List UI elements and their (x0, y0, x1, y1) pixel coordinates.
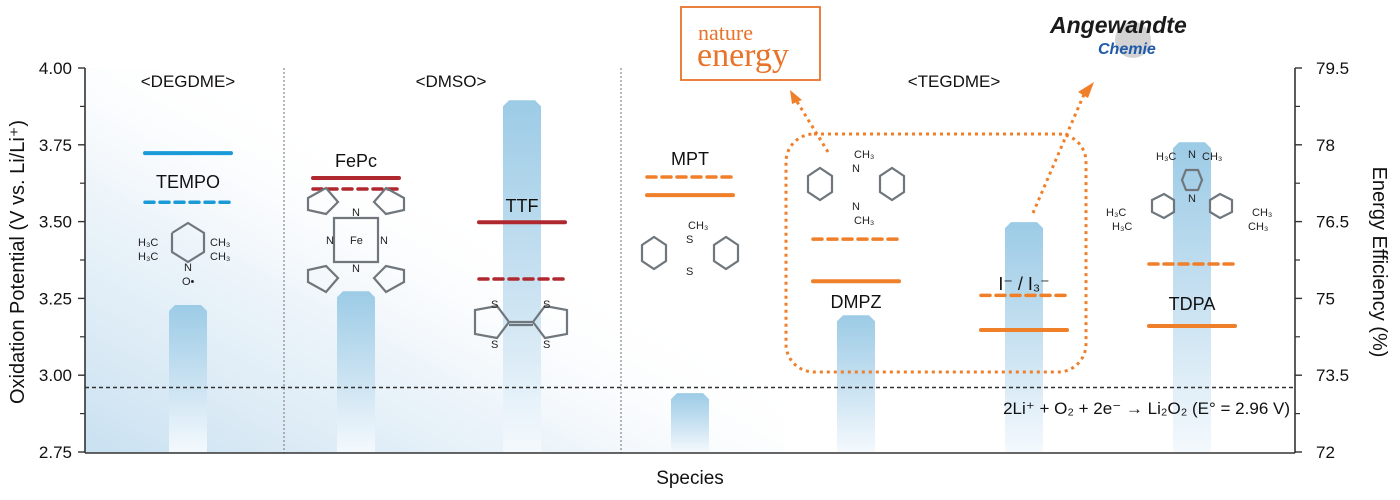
bars-group (169, 100, 1211, 453)
arrowhead-angewandte-icon (1078, 82, 1094, 98)
species-label-tempo: TEMPO (156, 172, 220, 192)
efficiency-bar (503, 100, 541, 453)
svg-text:O•: O• (182, 276, 195, 288)
efficiency-bar (1173, 142, 1211, 453)
svg-text:Chemie: Chemie (1098, 41, 1156, 58)
svg-text:N: N (184, 262, 192, 274)
svg-text:energy: energy (697, 37, 789, 74)
tempo-structure-icon: H₃C H₃C CH₃ CH₃ N O• (138, 221, 230, 288)
svg-text:N: N (326, 235, 334, 247)
svg-text:N: N (852, 163, 860, 175)
y-tick-label: 3.00 (39, 366, 72, 385)
svg-text:CH₃: CH₃ (210, 237, 230, 249)
svg-text:CH₃: CH₃ (1248, 221, 1268, 233)
svg-text:Fe: Fe (350, 235, 363, 247)
y2-tick-label: 78 (1316, 136, 1335, 155)
y2-tick-label: 73.5 (1316, 366, 1349, 385)
species-label-fepc: FePc (335, 151, 377, 171)
y2-tick-label: 75 (1316, 289, 1335, 308)
svg-text:N: N (352, 263, 360, 275)
svg-text:N: N (1188, 193, 1196, 205)
y-tick-label: 3.75 (39, 136, 72, 155)
svg-text:S: S (491, 299, 498, 311)
svg-text:CH₃: CH₃ (854, 149, 874, 161)
mpt-structure-icon: S S CH₃ (640, 220, 740, 278)
y2-tick-label: 76.5 (1316, 213, 1349, 232)
species-label-ttf: TTF (506, 196, 539, 216)
species-label-i3: I⁻ / I₃⁻ (998, 274, 1049, 294)
svg-text:S: S (491, 339, 498, 351)
reaction-label: 2Li⁺ + O₂ + 2e⁻ → Li₂O₂ (E° = 2.96 V) (1003, 399, 1290, 418)
arrowhead-nature-energy-icon (790, 90, 802, 104)
x-axis-title: Species (656, 468, 724, 489)
arrow-to-nature-energy (794, 99, 830, 153)
svg-text:N: N (380, 235, 388, 247)
y2-axis-title: Energy Efficiency (%) (1368, 167, 1390, 358)
efficiency-bar (1005, 222, 1043, 452)
nature-energy-logo: nature energy (680, 6, 821, 81)
efficiency-bar (671, 393, 709, 452)
solvent-label-dmso: <DMSO> (416, 72, 487, 91)
angewandte-chemie-logo: Angewandte Chemie (1049, 12, 1187, 58)
y-tick-label: 3.25 (39, 289, 72, 308)
species-label-tdpa: TDPA (1169, 294, 1216, 314)
svg-text:N: N (352, 207, 360, 219)
solvent-label-degdme: <DEGDME> (141, 72, 236, 91)
svg-text:H₃C: H₃C (1112, 221, 1132, 233)
solvent-label-tegdme: <TEGDME> (908, 72, 1001, 91)
y2-tick-label: 72 (1316, 443, 1335, 462)
svg-text:CH₃: CH₃ (1252, 207, 1272, 219)
svg-text:Angewandte: Angewandte (1049, 12, 1187, 38)
svg-text:N: N (852, 201, 860, 213)
svg-text:CH₃: CH₃ (688, 220, 708, 232)
y2-tick-label: 79.5 (1316, 59, 1349, 78)
svg-text:H₃C: H₃C (138, 251, 158, 263)
species-label-mpt: MPT (671, 149, 709, 169)
right-ticks: 79.5 78 76.5 75 73.5 72 (1295, 59, 1349, 462)
y-tick-label: 3.50 (39, 213, 72, 232)
svg-text:H₃C: H₃C (1156, 151, 1176, 163)
dmpz-structure-icon: N N CH₃ CH₃ (806, 149, 906, 227)
highlight-box (784, 132, 1088, 374)
efficiency-bar (837, 315, 875, 452)
ttf-structure-icon: S S S S (473, 299, 569, 351)
svg-text:CH₃: CH₃ (854, 215, 874, 227)
svg-text:S: S (686, 266, 693, 278)
y-tick-label: 2.75 (39, 443, 72, 462)
svg-text:N: N (1188, 149, 1196, 161)
y-axis-title: Oxidation Potential (V vs. Li/Li⁺) (7, 120, 29, 404)
svg-text:CH₃: CH₃ (210, 251, 230, 263)
arrow-to-angewandte (1031, 91, 1087, 214)
tdpa-structure-icon: N N H₃C CH₃ H₃C H₃C CH₃ CH₃ (1106, 149, 1272, 233)
svg-text:S: S (686, 234, 693, 246)
fepc-structure-icon: Fe N N N N (306, 186, 406, 294)
svg-text:H₃C: H₃C (138, 237, 158, 249)
svg-text:S: S (543, 299, 550, 311)
svg-text:CH₃: CH₃ (1202, 151, 1222, 163)
left-ticks: 4.00 3.75 3.50 3.25 3.00 2.75 (39, 59, 85, 462)
efficiency-bar (169, 305, 207, 452)
efficiency-bar (337, 291, 375, 452)
species-label-dmpz: DMPZ (831, 292, 882, 312)
svg-text:H₃C: H₃C (1106, 207, 1126, 219)
y-tick-label: 4.00 (39, 59, 72, 78)
svg-text:nature: nature (698, 20, 753, 45)
svg-text:S: S (543, 339, 550, 351)
